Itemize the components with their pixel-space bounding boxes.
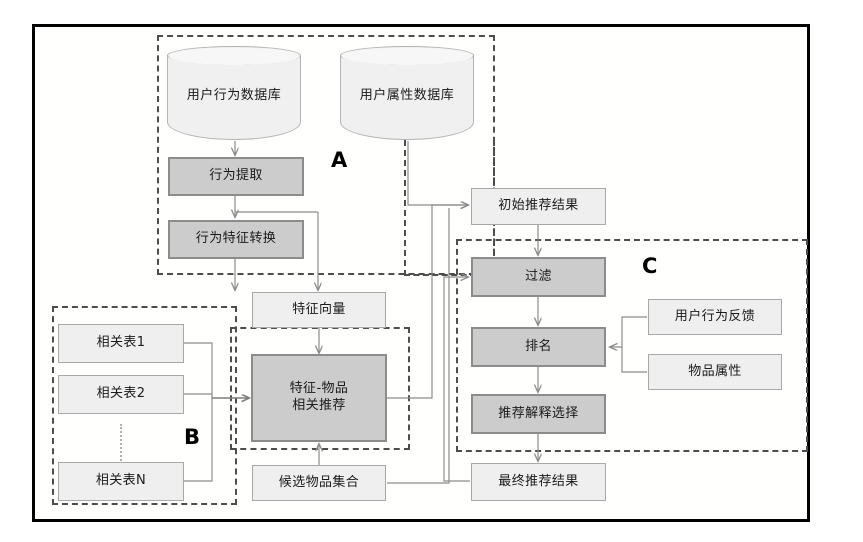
node-filter[interactable]: 过滤	[471, 257, 606, 297]
node-candidate-item-set-label: 候选物品集合	[278, 474, 360, 490]
node-initial-recommend-result[interactable]: 初始推荐结果	[471, 188, 606, 225]
group-label-b: B	[184, 425, 201, 449]
cylinder-body	[167, 55, 301, 140]
cylinder-body	[340, 55, 474, 140]
node-relation-table-n-label: 相关表N	[95, 473, 147, 489]
node-relation-table-1-label: 相关表1	[96, 335, 146, 351]
node-explanation-selection-label: 推荐解释选择	[498, 405, 579, 421]
node-candidate-item-set[interactable]: 候选物品集合	[252, 465, 386, 501]
node-ranking[interactable]: 排名	[471, 327, 606, 367]
node-relation-table-2[interactable]: 相关表2	[58, 375, 184, 414]
database-user-behavior: 用户行为数据库	[167, 46, 301, 140]
node-user-behavior-feedback-label: 用户行为反馈	[674, 308, 756, 324]
node-behavior-extraction[interactable]: 行为提取	[168, 157, 304, 196]
group-label-a: A	[331, 148, 348, 172]
cylinder-top	[167, 46, 301, 65]
database-user-behavior-label: 用户行为数据库	[186, 87, 282, 103]
node-final-recommend-result-label: 最终推荐结果	[498, 473, 579, 489]
group-label-c: C	[642, 254, 658, 278]
node-initial-recommend-result-label: 初始推荐结果	[498, 198, 579, 214]
node-behavior-feature-transform-label: 行为特征转换	[195, 231, 277, 247]
node-item-attribute-label: 物品属性	[688, 363, 742, 379]
group-box-b	[52, 306, 237, 505]
database-user-attribute-label: 用户属性数据库	[359, 87, 455, 103]
node-relation-table-2-label: 相关表2	[96, 386, 146, 402]
database-user-attribute: 用户属性数据库	[340, 46, 474, 140]
node-filter-label: 过滤	[525, 268, 552, 284]
node-feature-vector[interactable]: 特征向量	[252, 292, 386, 328]
node-final-recommend-result[interactable]: 最终推荐结果	[471, 463, 606, 501]
node-relation-table-1[interactable]: 相关表1	[58, 324, 184, 363]
node-behavior-feature-transform[interactable]: 行为特征转换	[168, 220, 304, 259]
cylinder-top	[340, 46, 474, 65]
node-ranking-label: 排名	[525, 338, 552, 354]
node-behavior-extraction-label: 行为提取	[209, 168, 263, 184]
node-user-behavior-feedback[interactable]: 用户行为反馈	[648, 299, 782, 335]
node-relation-table-n[interactable]: 相关表N	[58, 462, 184, 501]
node-item-attribute[interactable]: 物品属性	[648, 354, 782, 390]
relation-table-ellipsis	[120, 424, 122, 464]
node-explanation-selection[interactable]: 推荐解释选择	[471, 394, 606, 434]
node-feature-item-recommend-line1: 特征-物品	[289, 381, 349, 397]
node-feature-vector-label: 特征向量	[292, 301, 346, 317]
node-feature-item-recommend-line2: 相关推荐	[292, 398, 346, 413]
node-feature-item-recommend[interactable]: 特征-物品 相关推荐	[251, 354, 387, 442]
